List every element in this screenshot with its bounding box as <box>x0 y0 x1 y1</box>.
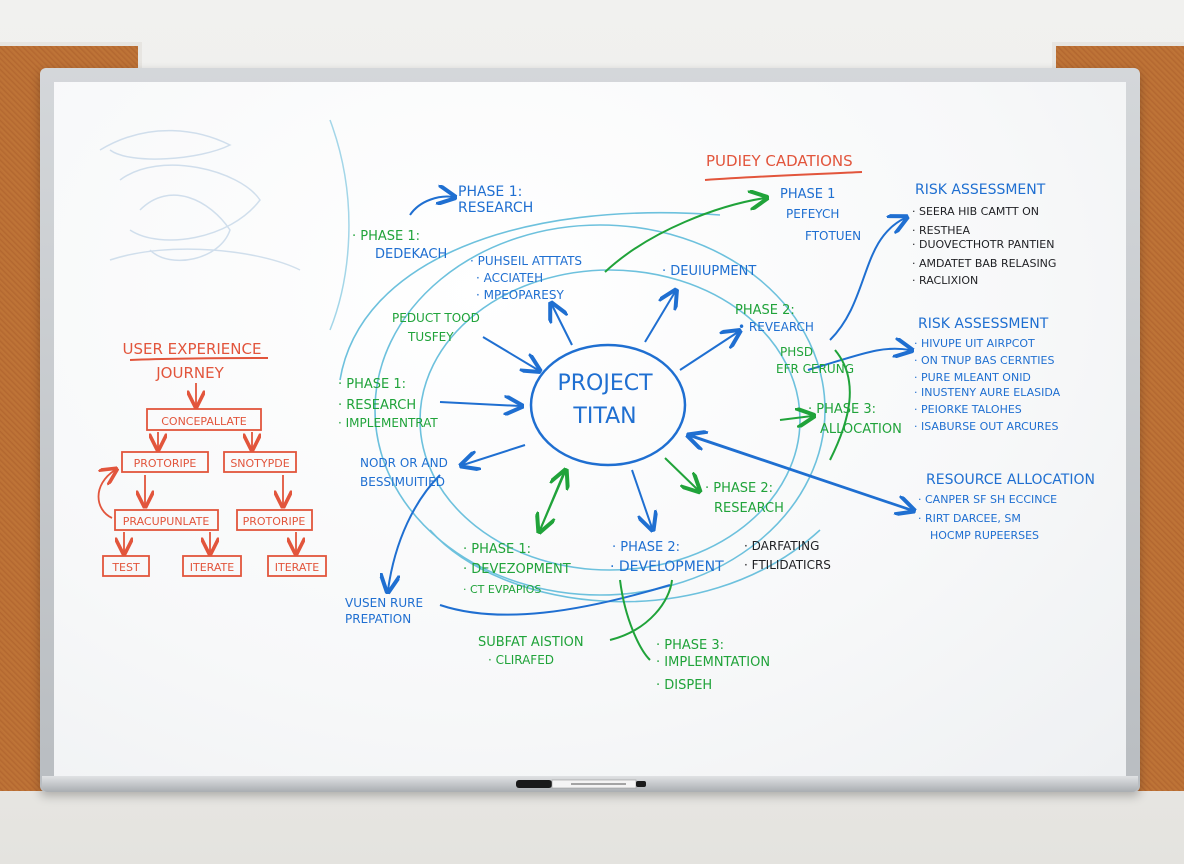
bottom-phase2-right-b: RESEARCH <box>714 501 784 516</box>
ux-iterate-a: ITERATE <box>190 561 235 574</box>
bottom-phase3-a: · PHASE 3: <box>656 638 724 653</box>
left-vusen-a: VUSEN RURE <box>345 596 423 610</box>
risk1-item-4: · AMDATET BAB RELASING <box>912 257 1056 270</box>
top-product-a: PEDUCT TOOD <box>392 311 480 325</box>
top-bullet-1: · PUHSEIL ATTTATS <box>470 254 582 268</box>
right-phase2-a: PHASE 2: <box>735 303 795 318</box>
ux-title-line2: JOURNEY <box>155 364 224 382</box>
right-phsd-a: PHSD <box>780 345 813 359</box>
bottom-subfat-b: · CLIRAFED <box>488 653 554 667</box>
right-phase3-a: · PHASE 3: <box>808 402 876 417</box>
bottom-phase2-b: · DEVELOPMENT <box>610 559 724 575</box>
left-nodr-b: BESSIMUITIED <box>360 475 445 489</box>
risk1-title: RISK ASSESSMENT <box>915 182 1046 198</box>
top-phase1-label: PHASE 1: <box>458 184 522 200</box>
risk2-item-1: · HIVUPE UIT AIRPCOT <box>914 337 1035 350</box>
risk2-title: RISK ASSESSMENT <box>918 316 1049 332</box>
left-phase1-b: · RESEARCH <box>338 398 416 413</box>
risk2-item-4: · INUSTENY AURE ELASIDA <box>914 386 1061 399</box>
ux-prototype-c: PROTORIPE <box>243 515 306 528</box>
ux-underline <box>130 358 268 360</box>
resource-title: RESOURCE ALLOCATION <box>926 472 1095 488</box>
resource-item-2: · RIRT DARCEE, SM <box>918 512 1021 525</box>
right-phase3-b: ALLOCATION <box>820 422 902 437</box>
risk2-item-6: · ISABURSE OUT ARCURES <box>914 420 1058 433</box>
erased-scribbles <box>100 120 349 330</box>
top-left-phase1-a: · PHASE 1: <box>352 229 420 244</box>
right-phase1-c: FTOTUEN <box>805 229 861 243</box>
bottom-phase1-b: · DEVEZOPMENT <box>463 562 571 577</box>
risk1-item-5: · RACLIXION <box>912 274 978 287</box>
ux-reconcile: PRACUPUNLATE <box>123 515 210 528</box>
risk2-item-5: · PEIORKE TALOHES <box>914 403 1022 416</box>
top-bullet-2: · ACCIATEH <box>476 271 543 285</box>
left-phase1-a: · PHASE 1: <box>338 377 406 392</box>
ux-iterate-b: ITERATE <box>275 561 320 574</box>
ux-prototype-a: PROTORIPE <box>134 457 197 470</box>
risk1-item-3: · DUOVECTHOTR PANTIEN <box>912 238 1054 251</box>
top-phase1-research: RESEARCH <box>458 200 533 216</box>
right-phase2-b: • REVEARCH <box>738 320 814 334</box>
right-phsd-b: EFR CERUNG <box>776 362 854 376</box>
top-product-b: TUSFEY <box>407 330 454 344</box>
bottom-phase3-c: · DISPEH <box>656 678 712 693</box>
risk2-item-2: · ON TNUP BAS CERNTIES <box>914 354 1054 367</box>
ux-conceptualize: CONCEPALLATE <box>161 415 247 428</box>
left-nodr-a: NODR OR AND <box>360 456 448 470</box>
red-underline <box>705 172 862 180</box>
top-bullet-3: · MPEOPARESY <box>476 288 564 302</box>
bottom-subfat-a: SUBFAT AISTION <box>478 635 584 650</box>
right-red-title: PUDIEY CADATIONS <box>706 152 853 170</box>
ux-test: TEST <box>111 561 140 574</box>
resource-item-3: HOCMP RUPEERSES <box>930 529 1039 542</box>
bottom-dark-a: · DARFATING <box>744 539 819 553</box>
ux-title-line1: USER EXPERIENCE <box>123 340 262 358</box>
bottom-phase3-b: · IMPLEMNTATION <box>656 655 770 670</box>
center-title-line2: TITAN <box>572 404 636 429</box>
left-phase1-c: · IMPLEMENTRAT <box>338 416 438 430</box>
right-phase1-a: PHASE 1 <box>780 187 835 202</box>
ux-flowchart <box>99 383 327 576</box>
bottom-phase1-c: · CT EVPAPIOS <box>463 583 541 596</box>
risk1-item-1: · SEERA HIB CAMTT ON <box>912 205 1039 218</box>
right-phase1-b: PEFEYCH <box>786 207 839 221</box>
risk1-item-2: · RESTHEA <box>912 224 971 237</box>
top-left-phase1-b: DEDEKACH <box>375 247 447 262</box>
left-vusen-b: PREPATION <box>345 612 411 626</box>
risk2-item-3: · PURE MLEANT ONID <box>914 371 1031 384</box>
bottom-phase2-right-a: · PHASE 2: <box>705 481 773 496</box>
center-title-line1: PROJECT <box>557 371 653 396</box>
top-development: · DEUIUPMENT <box>662 264 756 279</box>
ux-prototype-b: SNOTYPDE <box>230 457 289 470</box>
bottom-dark-b: · FTILIDATICRS <box>744 558 831 572</box>
resource-item-1: · CANPER SF SH ECCINCE <box>918 493 1057 506</box>
bottom-phase2-a: · PHASE 2: <box>612 540 680 555</box>
bottom-phase1-a: · PHASE 1: <box>463 542 531 557</box>
